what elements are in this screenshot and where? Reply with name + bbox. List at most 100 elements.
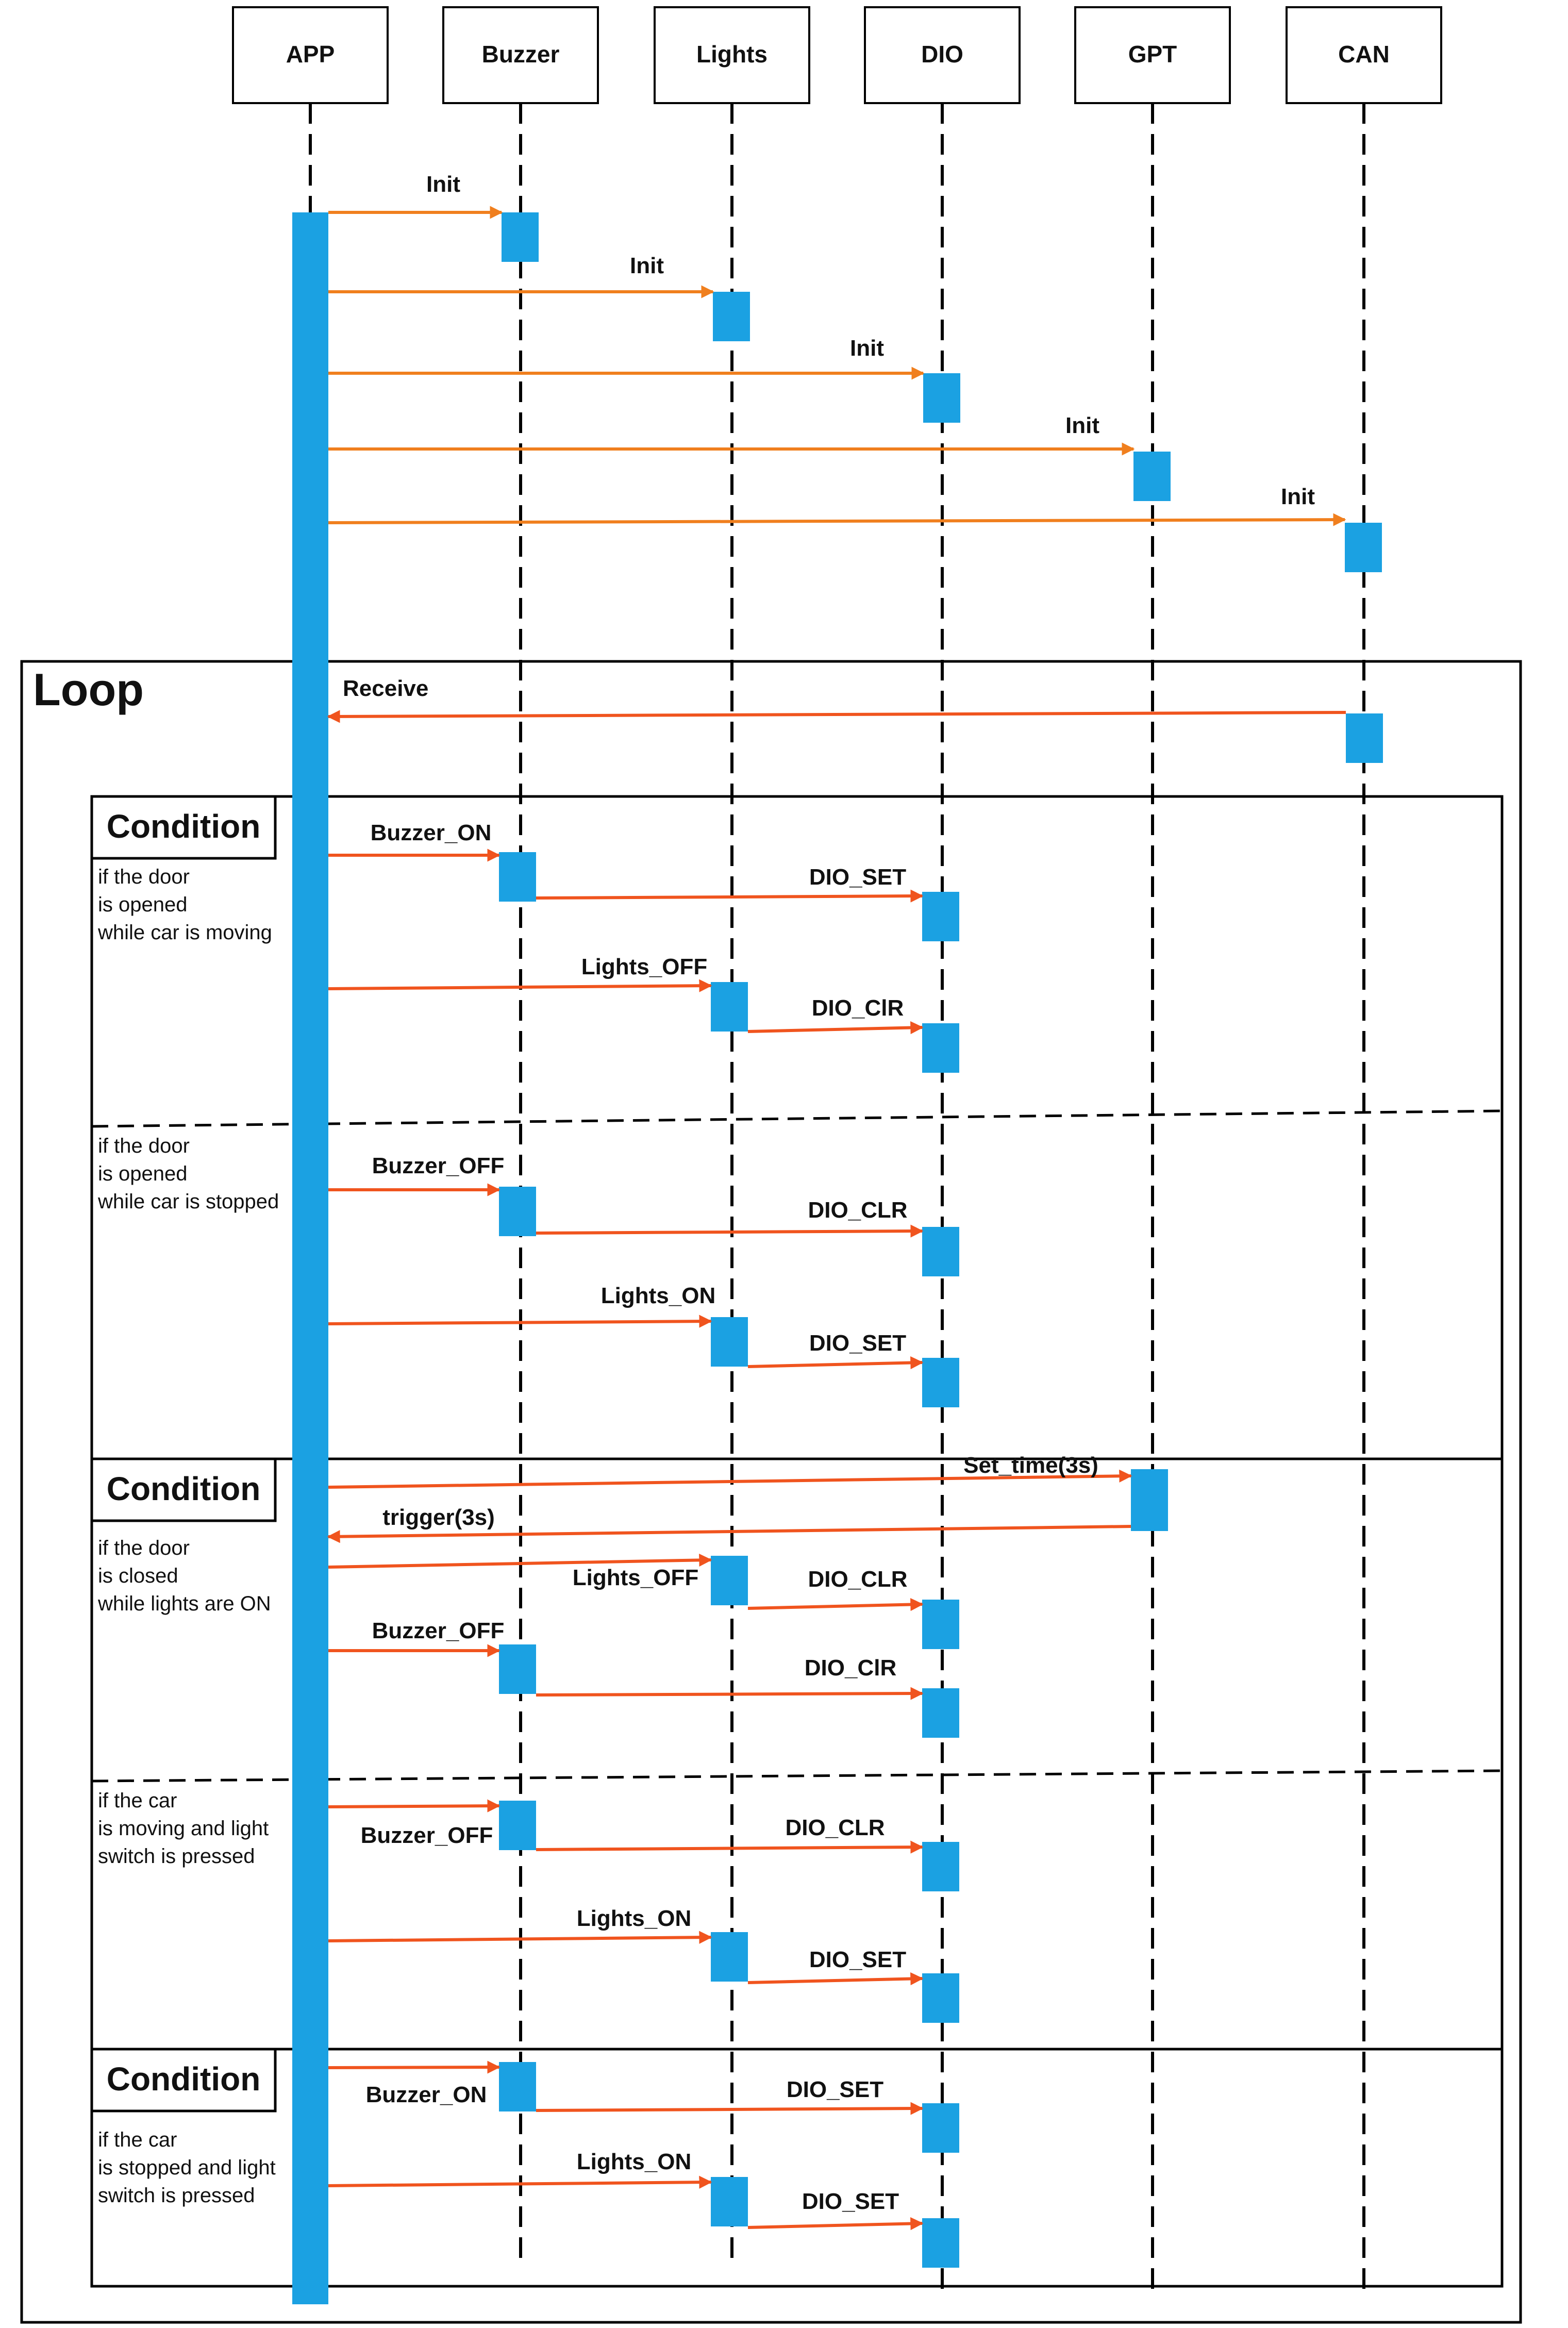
- activation-buzzer: [502, 212, 539, 262]
- message-arrow: [327, 710, 1346, 723]
- activation-dio: [922, 1023, 959, 1073]
- participant-label: Lights: [696, 41, 768, 68]
- condition-title-box: Condition: [90, 795, 277, 860]
- participant-label: APP: [286, 41, 335, 68]
- message-arrow: [536, 1687, 924, 1700]
- guard-line: is moving and light: [98, 1817, 269, 1840]
- message-arrow: [328, 1315, 712, 1328]
- message-arrow: [747, 1598, 924, 1611]
- activation-dio: [922, 1358, 959, 1407]
- message-label: DIO_SET: [787, 2077, 883, 2102]
- message-arrow: [536, 1224, 924, 1238]
- message-arrow: [536, 889, 924, 903]
- activation-dio: [922, 2218, 959, 2268]
- participant-lights: Lights: [654, 6, 810, 104]
- message-arrow: [328, 1469, 1132, 1489]
- participant-gpt: GPT: [1074, 6, 1231, 104]
- loop-label: Loop: [33, 664, 144, 715]
- participant-label: Buzzer: [482, 41, 560, 68]
- message-label: DIO_SET: [802, 2189, 899, 2214]
- guard-line: switch is pressed: [98, 1845, 255, 1868]
- condition-title: Condition: [107, 1470, 261, 1507]
- condition-title-box: Condition: [90, 1457, 277, 1522]
- message-label: DIO_SET: [809, 1947, 906, 1972]
- condition-title-box: Condition: [90, 2048, 277, 2113]
- message-arrow: [328, 1553, 712, 1569]
- message-label: Buzzer_ON: [366, 2082, 487, 2107]
- message-arrow: [327, 1525, 1131, 1543]
- participant-label: GPT: [1128, 41, 1177, 68]
- message-arrow: [328, 1799, 501, 1812]
- message-label: Lights_OFF: [573, 1565, 698, 1590]
- activation-buzzer: [499, 852, 536, 902]
- activation-lights: [711, 1932, 748, 1982]
- message-label: DIO_CLR: [785, 1815, 885, 1840]
- message-label: DIO_ClR: [812, 995, 904, 1021]
- message-label: DIO_ClR: [805, 1655, 896, 1681]
- message-arrow: [536, 1840, 924, 1854]
- participant-dio: DIO: [864, 6, 1021, 104]
- message-label: Buzzer_ON: [371, 820, 492, 845]
- activation-dio: [922, 1600, 959, 1649]
- loop-frame: [20, 660, 1522, 2324]
- activation-lights: [713, 292, 750, 341]
- activation-dio: [922, 892, 959, 941]
- message-label: Init: [850, 336, 884, 361]
- activation-lights: [711, 1556, 748, 1605]
- message-label: DIO_CLR: [808, 1567, 907, 1592]
- activation-dio: [922, 2103, 959, 2153]
- message-label: Init: [630, 253, 664, 278]
- message-arrow: [328, 2175, 712, 2189]
- activation-dio: [922, 1227, 959, 1276]
- guard-line: if the door: [98, 1135, 190, 1157]
- message-arrow: [536, 2102, 924, 2115]
- guard-line: if the door: [98, 866, 190, 888]
- message-label: Lights_ON: [577, 2149, 691, 2174]
- message-arrow: [747, 1021, 924, 1035]
- message-label: DIO_CLR: [808, 1198, 907, 1223]
- guard-line: switch is pressed: [98, 2184, 255, 2207]
- message-label: trigger(3s): [382, 1505, 495, 1530]
- guard-line: if the car: [98, 1789, 177, 1812]
- activation-buzzer: [499, 1801, 536, 1850]
- message-label: DIO_SET: [809, 864, 906, 890]
- activation-lights: [711, 2177, 748, 2226]
- message-label: Init: [1281, 484, 1315, 509]
- message-label: Buzzer_OFF: [372, 1618, 505, 1643]
- message-label: DIO_SET: [809, 1331, 906, 1356]
- message-arrow: [328, 1931, 712, 1944]
- message-arrow: [747, 1972, 924, 1986]
- participant-label: DIO: [921, 41, 963, 68]
- activation-can: [1345, 523, 1382, 572]
- message-arrow: [328, 979, 712, 992]
- participant-can: CAN: [1286, 6, 1442, 104]
- guard-line: if the door: [98, 1537, 190, 1559]
- participant-label: CAN: [1338, 41, 1390, 68]
- activation-buzzer: [499, 1187, 536, 1236]
- activation-dio: [922, 1973, 959, 2023]
- condition-title: Condition: [107, 2060, 261, 2098]
- guard-line: while car is moving: [97, 921, 272, 944]
- guard-line: is closed: [98, 1565, 178, 1587]
- message-arrow: [328, 513, 1346, 526]
- message-arrow: [747, 2217, 924, 2231]
- guard-line: is opened: [98, 893, 187, 916]
- message-arrow: [328, 2060, 501, 2074]
- activation-lights: [711, 982, 748, 1032]
- activation-dio: [923, 373, 960, 423]
- message-label: Set_time(3s): [963, 1453, 1098, 1478]
- message-label: Lights_OFF: [581, 954, 707, 979]
- guard-line: is stopped and light: [98, 2156, 276, 2179]
- guard-line: is opened: [98, 1162, 187, 1185]
- guard-line: while lights are ON: [97, 1592, 271, 1615]
- message-label: Init: [1065, 413, 1099, 438]
- condition-frame-3: [90, 2048, 1504, 2288]
- participant-buzzer: Buzzer: [442, 6, 599, 104]
- message-label: Lights_ON: [577, 1906, 691, 1931]
- activation-app: [292, 212, 328, 2304]
- message-label: Init: [426, 172, 460, 197]
- activation-can: [1346, 713, 1383, 763]
- guard-line: if the car: [98, 2129, 177, 2151]
- activation-dio: [922, 1842, 959, 1891]
